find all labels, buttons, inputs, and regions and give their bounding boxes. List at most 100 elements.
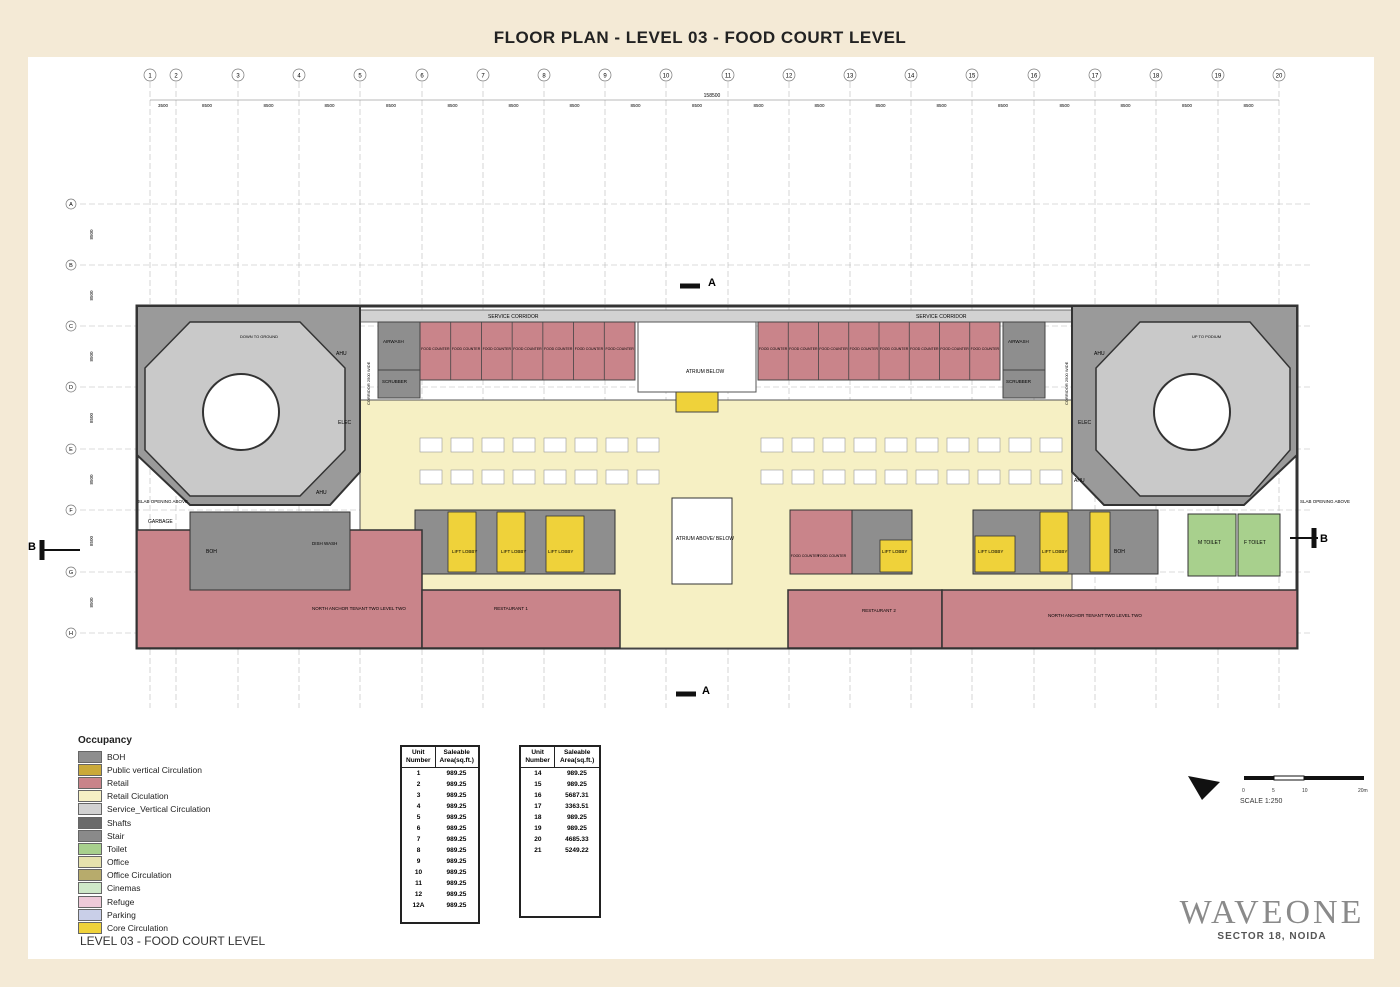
lift-lobby-1 [447, 511, 477, 573]
legend-swatch [78, 763, 102, 776]
row-dimension: 8500 [89, 474, 94, 485]
label-elec-left: ELEC [338, 420, 351, 426]
legend-swatch [78, 895, 102, 908]
row-dimension: 8500 [89, 412, 94, 423]
grid-bubble-G [65, 566, 77, 578]
label-down-to-ground: DOWN TO GROUND [240, 334, 278, 339]
atrium-lift [675, 391, 719, 413]
dining-table [1008, 469, 1032, 485]
grid-bubble-7 [476, 68, 490, 82]
brand-logo: WAVEONE SECTOR 18, NOIDA [1172, 895, 1372, 943]
legend-swatch [78, 922, 102, 935]
unit-number: 21 [534, 847, 542, 854]
label-boh-right: BOH [1114, 549, 1125, 555]
dining-table [1039, 437, 1063, 453]
dining-table [636, 437, 660, 453]
legend-swatch [78, 829, 102, 842]
legend-label: Shafts [107, 817, 132, 828]
grid-bubble-H [65, 627, 77, 639]
grid-bubble-6 [415, 68, 429, 82]
female-toilet [1237, 513, 1281, 577]
unit-number: 19 [534, 825, 542, 832]
grid-column-label: 8 [542, 74, 546, 80]
saleable-area: 989.25 [446, 847, 467, 854]
grid-bubble-8 [537, 68, 551, 82]
unit-number: 3 [416, 792, 421, 799]
table-filler [520, 856, 600, 917]
saleable-area: 989.25 [446, 770, 467, 777]
table-row: 18 989.25 [520, 812, 600, 823]
table-row: 3 989.25 [401, 790, 479, 801]
legend-swatch [78, 750, 102, 763]
unit-number: 7 [416, 836, 421, 843]
legend-label: Cinemas [107, 883, 141, 894]
row-dimension: 8500 [89, 597, 94, 608]
row-dimension: 8500 [89, 229, 94, 240]
unit-number: 18 [534, 814, 542, 821]
dining-table [977, 469, 1001, 485]
unit-number: 6 [416, 825, 421, 832]
label-elec-right: ELEC [1078, 420, 1091, 426]
legend-item: Office [78, 856, 318, 869]
legend-item: Service_Vertical Circulation [78, 803, 318, 816]
row-dimension: 8500 [89, 535, 94, 546]
grid-bubble-17 [1088, 68, 1102, 82]
unit-number: 11 [415, 880, 422, 887]
scale-tick: 5 [1272, 788, 1275, 794]
lift-lobby-2 [496, 511, 526, 573]
saleable-area: 4685.33 [565, 836, 589, 843]
scrubber-right [1002, 369, 1046, 399]
label-ahu-right-2: AHU [1074, 478, 1085, 484]
column-dimension: 8500 [508, 103, 519, 108]
grid-row-label: A [69, 202, 73, 208]
section-marker-b-right: B [1290, 528, 1328, 548]
unit-number: 12A [412, 902, 425, 909]
grid-column-label: 6 [420, 74, 424, 80]
grid-row-label: D [69, 385, 73, 391]
dining-table [884, 469, 908, 485]
grid-column-label: 3 [236, 74, 240, 80]
ramp-void-left [202, 373, 280, 451]
legend-label: Retail Ciculation [107, 791, 169, 802]
label-airwash-right: AIRWASH [1008, 339, 1029, 344]
saleable-area: 989.25 [446, 792, 467, 799]
label-dishwash: DISH WASH [312, 541, 337, 546]
label-restaurant-2: RESTAURANT 2 [862, 608, 896, 613]
grid-row-label: F [69, 508, 73, 514]
saleable-area: 989.25 [446, 814, 467, 821]
label-slab-opening-right: SLAB OPENING ABOVE [1300, 499, 1350, 504]
column-dimension: 8500 [753, 103, 764, 108]
food-counter-label: FOOD COUNTER [818, 554, 847, 558]
grid-bubble-9 [598, 68, 612, 82]
legend-swatch [78, 856, 102, 869]
grid-bubble-11 [721, 68, 735, 82]
level-label: LEVEL 03 - FOOD COURT LEVEL [80, 934, 266, 948]
grid-column-label: 14 [908, 74, 915, 80]
dining-table [574, 437, 598, 453]
unit-number: 9 [416, 858, 421, 865]
dining-table [450, 469, 474, 485]
north-arrow-icon [1188, 776, 1220, 800]
saleable-area: 989.25 [566, 814, 587, 821]
section-marker-a-top: A [680, 277, 716, 289]
dining-table [574, 469, 598, 485]
unit-number: 2 [416, 781, 421, 788]
grid-bubble-F [65, 504, 77, 516]
dining-table [512, 469, 536, 485]
saleable-area: 989.25 [446, 891, 467, 898]
food-counter-label: FOOD COUNTER [483, 347, 512, 351]
restaurant-1 [421, 589, 621, 649]
scale-tick: 0 [1242, 788, 1245, 794]
grid-bubble-18 [1149, 68, 1163, 82]
label-north-anchor-left: NORTH ANCHOR TENANT TWO LEVEL TWO [312, 606, 406, 611]
legend-swatch [78, 842, 102, 855]
grid-bubble-B [65, 259, 77, 271]
